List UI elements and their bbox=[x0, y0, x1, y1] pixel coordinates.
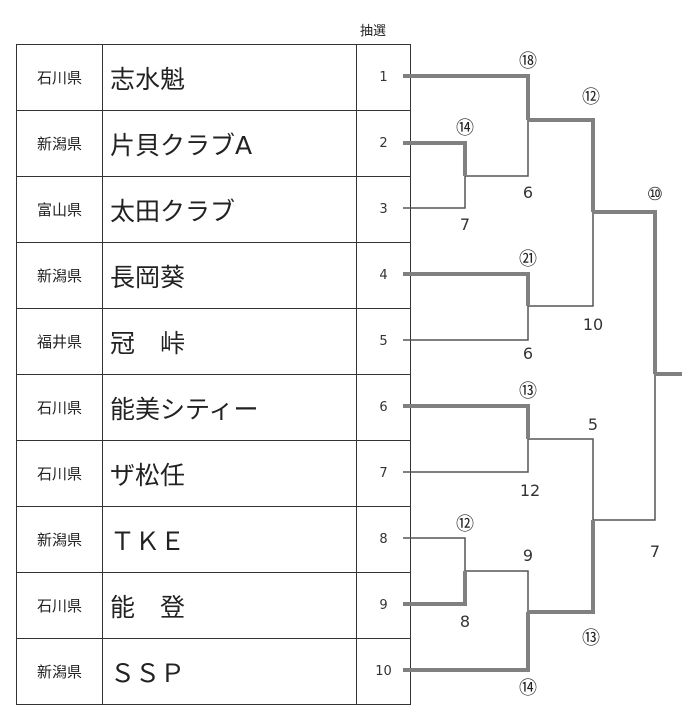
line-team3-loss bbox=[403, 176, 466, 209]
line-m1-loss bbox=[465, 120, 529, 177]
winner-lines bbox=[403, 74, 682, 672]
draw-number: 5 bbox=[356, 308, 411, 375]
line-team5-loss bbox=[403, 306, 529, 341]
score-m1-lose: 7 bbox=[460, 215, 470, 234]
line-m8-loss bbox=[593, 374, 656, 521]
line-m7-win bbox=[528, 520, 595, 614]
score-m4-lose: 10 bbox=[583, 315, 603, 334]
team-prefecture: 新潟県 bbox=[16, 242, 103, 309]
score-m3-win: ㉑ bbox=[519, 249, 537, 270]
line-m6-loss bbox=[465, 570, 529, 612]
score-m7-lose: 9 bbox=[523, 546, 533, 565]
score-m8-win: ⑬ bbox=[582, 628, 600, 649]
score-m6-lose: 8 bbox=[460, 612, 470, 631]
score-m5-lose: 12 bbox=[520, 481, 540, 500]
score-m2-win: ⑱ bbox=[519, 51, 537, 72]
draw-number: 7 bbox=[356, 440, 411, 507]
loser-lines bbox=[403, 120, 656, 612]
team-name: ＳＳＰ bbox=[102, 638, 357, 705]
line-team7-loss bbox=[403, 439, 529, 473]
line-team2-win bbox=[403, 141, 467, 176]
team-name: 志水魁 bbox=[102, 44, 357, 111]
team-name: ザ松任 bbox=[102, 440, 357, 507]
team-prefecture: 石川県 bbox=[16, 374, 103, 441]
line-team6-win bbox=[403, 404, 530, 439]
line-team9-win bbox=[403, 571, 467, 606]
draw-number: 6 bbox=[356, 374, 411, 441]
line-m2-win bbox=[528, 118, 595, 212]
score-m3-lose: 6 bbox=[523, 344, 533, 363]
line-m5-loss bbox=[528, 438, 594, 520]
draw-number: 4 bbox=[356, 242, 411, 309]
score-m1-win: ⑭ bbox=[456, 118, 474, 139]
team-prefecture: 新潟県 bbox=[16, 110, 103, 177]
team-name: 冠 峠 bbox=[102, 308, 357, 375]
team-prefecture: 富山県 bbox=[16, 176, 103, 243]
team-prefecture: 新潟県 bbox=[16, 506, 103, 573]
team-name: 能美シティー bbox=[102, 374, 357, 441]
score-m6-win: ⑫ bbox=[456, 514, 474, 535]
team-name: ＴＫＥ bbox=[102, 506, 357, 573]
line-team8-loss bbox=[403, 537, 466, 571]
team-name: 長岡葵 bbox=[102, 242, 357, 309]
draw-number: 3 bbox=[356, 176, 411, 243]
team-name: 太田クラブ bbox=[102, 176, 357, 243]
team-prefecture: 新潟県 bbox=[16, 638, 103, 705]
team-prefecture: 石川県 bbox=[16, 44, 103, 111]
score-m4-win: ⑫ bbox=[582, 87, 600, 108]
draw-number: 9 bbox=[356, 572, 411, 639]
line-team10-win bbox=[403, 612, 530, 672]
line-m3-loss bbox=[528, 212, 594, 307]
score-m7-win: ⑭ bbox=[519, 678, 537, 699]
score-m8-lose: 5 bbox=[588, 415, 598, 434]
line-m4-win bbox=[593, 210, 657, 374]
score-m5-win: ⑬ bbox=[519, 381, 537, 402]
team-name: 片貝クラブA bbox=[102, 110, 357, 177]
team-prefecture: 石川県 bbox=[16, 572, 103, 639]
line-team1-win bbox=[403, 74, 530, 120]
score-final-lose: 7 bbox=[650, 542, 660, 561]
line-team4-win bbox=[403, 272, 530, 306]
team-prefecture: 石川県 bbox=[16, 440, 103, 507]
draw-number: 1 bbox=[356, 44, 411, 111]
draw-column-header: 抽選 bbox=[360, 24, 387, 39]
score-m2-lose: 6 bbox=[523, 183, 533, 202]
score-final-win: ⑩ bbox=[647, 184, 663, 205]
